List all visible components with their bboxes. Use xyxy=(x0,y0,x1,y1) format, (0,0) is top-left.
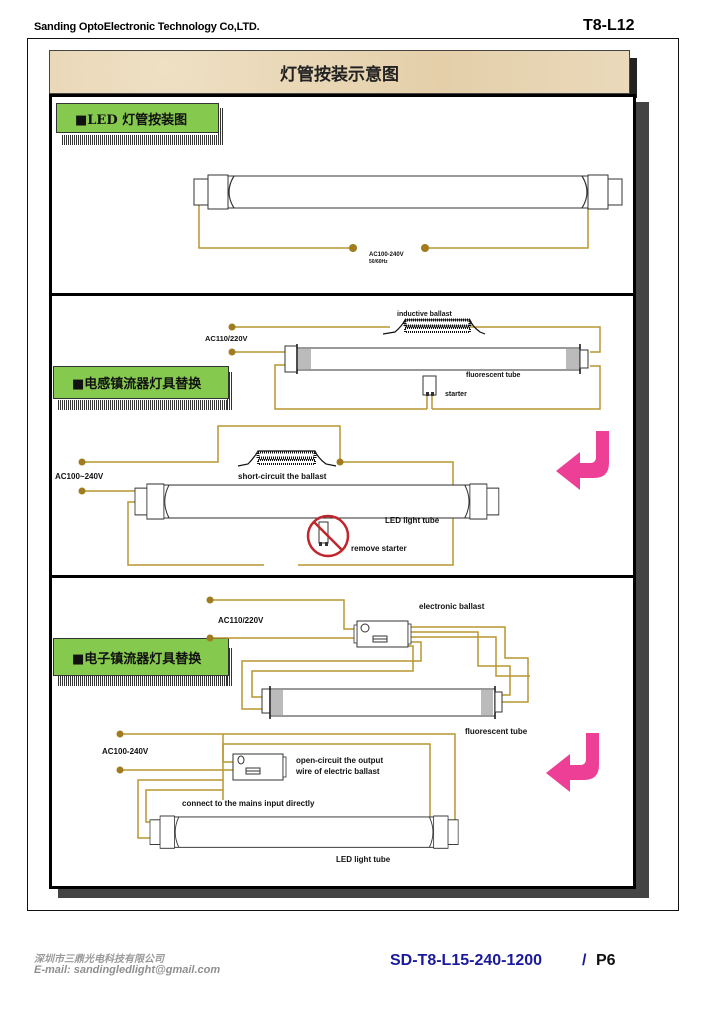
starter-label: starter xyxy=(445,391,467,398)
section-2-diagram: inductive ballast AC110/220V fluorescent… xyxy=(55,311,609,566)
section-3-label-text: ■电子镇流器灯具替换 xyxy=(72,651,202,667)
footer-email: E-mail: sandingledlight@gmail.com xyxy=(34,964,221,976)
electronic-ballast-label: electronic ballast xyxy=(419,602,485,611)
section-2-led-node-bottom xyxy=(78,487,86,495)
inductive-ballast-label: inductive ballast xyxy=(397,311,453,318)
shorted-ballast-icon xyxy=(237,450,337,467)
section-3-led-tube-label: LED light tube xyxy=(336,855,391,864)
section-3-fluor-wires xyxy=(210,599,530,710)
open-circuit-label-line2: wire of electric ballast xyxy=(295,767,380,776)
section-divider-1 xyxy=(49,293,636,296)
section-2-led-tube xyxy=(134,483,500,520)
footer-company-cn: 深圳市三鼎光电科技有限公司 xyxy=(34,954,164,965)
section-3-led-tube xyxy=(149,815,459,849)
outer-frame xyxy=(27,38,679,911)
section-1-led-tube xyxy=(193,174,623,210)
section-1-label-stripes xyxy=(62,135,224,145)
open-circuit-label-line1: open-circuit the output xyxy=(296,756,383,765)
section-1-voltage: AC100-240V xyxy=(369,252,404,258)
remove-starter-label: remove starter xyxy=(351,544,407,553)
section-3-led-node-top xyxy=(116,730,124,738)
inductive-ballast-icon xyxy=(382,318,486,335)
footer-doc-code: SD-T8-L15-240-1200 xyxy=(390,952,543,969)
section-2-led-tube-label: LED light tube xyxy=(385,516,440,525)
section-2-node-mid xyxy=(228,348,236,356)
electronic-ballast-icon xyxy=(353,620,412,648)
footer-separator: / xyxy=(582,952,587,969)
section-2-label-stripes xyxy=(58,400,233,410)
section-3-node-top xyxy=(206,596,214,604)
bypass-junction-node xyxy=(336,458,344,466)
section-divider-2 xyxy=(49,575,636,578)
header-company: Sanding OptoElectronic Technology Co,LTD… xyxy=(34,21,260,33)
section-3-fluorescent-tube-label: fluorescent tube xyxy=(465,727,528,736)
section-3-node-mid xyxy=(206,634,214,642)
section-3-fluorescent-tube xyxy=(261,686,503,719)
section-2-ac-top-label: AC110/220V xyxy=(205,334,248,343)
title-bar: 灯管按装示意图 xyxy=(49,50,630,94)
section-2-fluorescent-tube xyxy=(284,344,589,374)
fluorescent-tube-label: fluorescent tube xyxy=(466,372,521,379)
footer-page-number: P6 xyxy=(596,952,616,969)
disconnected-electronic-ballast-icon xyxy=(232,753,287,781)
section-2-arrow-icon xyxy=(556,431,609,490)
section-3-label: ■电子镇流器灯具替换 xyxy=(53,638,229,676)
section-1-label-text: ■LED 灯管按装图 xyxy=(75,112,188,128)
section-2-label-stripes-side xyxy=(227,372,233,410)
section-3-label-stripes-side xyxy=(227,648,233,686)
section-1-node-right xyxy=(421,244,429,252)
section-2-fluor-wires xyxy=(232,326,601,410)
section-1-label-stripes-side xyxy=(218,108,224,144)
section-3-label-stripes xyxy=(58,676,233,686)
connect-mains-label: connect to the mains input directly xyxy=(182,799,315,808)
section-2-node-top xyxy=(228,323,236,331)
section-1-node-left xyxy=(349,244,357,252)
section-2-label-text: ■电感镇流器灯具替换 xyxy=(72,377,202,392)
short-circuit-label: short-circuit the ballast xyxy=(238,472,327,481)
section-1-label: ■LED 灯管按装图 xyxy=(56,103,219,133)
section-3-led-node-bottom xyxy=(116,766,124,774)
page-title: 灯管按装示意图 xyxy=(280,64,399,85)
starter-icon xyxy=(422,375,437,396)
section-1-diagram: AC100-240V 50/60Hz xyxy=(193,174,623,265)
section-3-diagram: electronic ballast AC110/220V fluorescen… xyxy=(102,596,599,864)
section-3-ac-top-label: AC110/220V xyxy=(218,616,264,625)
section-2-label: ■电感镇流器灯具替换 xyxy=(53,366,229,399)
header-model-code: T8-L12 xyxy=(583,17,635,34)
section-2-ac-bottom-label: AC100~240V xyxy=(55,472,104,481)
section-3-arrow-icon xyxy=(546,733,599,792)
remove-starter-prohibited-icon xyxy=(306,514,350,558)
section-3-ac-bottom-label: AC100-240V xyxy=(102,747,149,756)
section-2-led-node-top xyxy=(78,458,86,466)
section-1-frequency: 50/60Hz xyxy=(369,259,388,265)
